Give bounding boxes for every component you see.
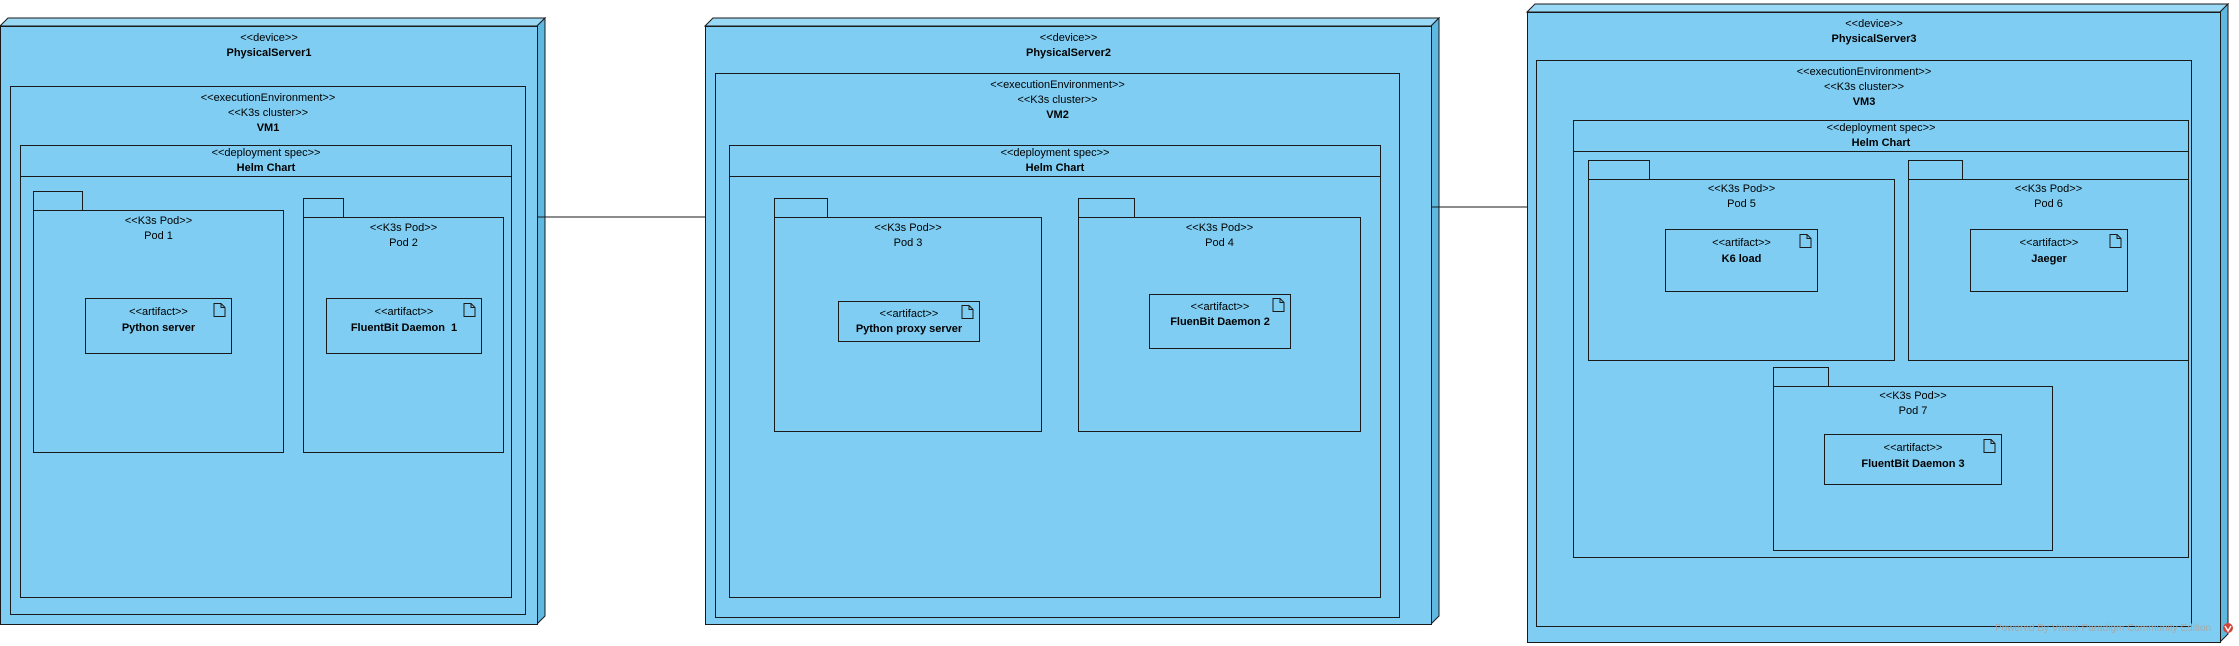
artifact-name: FluentBit Daemon 1 bbox=[350, 322, 458, 334]
pod-4-tab bbox=[1078, 198, 1135, 218]
pod-stereotype: <<K3s Pod>> bbox=[2014, 183, 2083, 195]
artifact-document-icon bbox=[1272, 298, 1285, 312]
pod-name: Pod 7 bbox=[1898, 405, 1928, 417]
artifact-k6-load[interactable]: <<artifact>> K6 load bbox=[1665, 229, 1818, 292]
artifact-stereotype: <<artifact>> bbox=[2019, 237, 2079, 249]
chart-stereotype: <<deployment spec>> bbox=[211, 147, 321, 159]
vm-stereotype-k3s: <<K3s cluster>> bbox=[227, 107, 309, 119]
pod-stereotype: <<K3s Pod>> bbox=[1185, 222, 1254, 234]
pod-7-tab bbox=[1773, 367, 1829, 387]
artifact-document-icon bbox=[961, 305, 974, 319]
artifact-name: FluentBit Daemon 3 bbox=[1861, 458, 1965, 470]
vm-stereotype-exec: <<executionEnvironment>> bbox=[990, 79, 1125, 91]
artifact-stereotype: <<artifact>> bbox=[879, 308, 939, 320]
artifact-document-icon bbox=[2109, 234, 2122, 248]
server-stereotype: <<device>> bbox=[1845, 18, 1903, 30]
chart-name: Helm Chart bbox=[1025, 162, 1085, 174]
watermark: Powered By Visual Paradigm Community Edi… bbox=[1995, 623, 2212, 634]
visual-paradigm-logo-icon bbox=[2223, 623, 2233, 633]
chart-name: Helm Chart bbox=[236, 162, 296, 174]
artifact-stereotype: <<artifact>> bbox=[129, 306, 188, 318]
vm-stereotype-exec: <<executionEnvironment>> bbox=[1796, 66, 1932, 78]
server-name: PhysicalServer2 bbox=[1025, 47, 1111, 59]
artifact-document-icon bbox=[213, 303, 226, 317]
server2-side-face bbox=[1430, 16, 1440, 626]
pod-name: Pod 5 bbox=[1727, 198, 1756, 210]
vm-stereotype-k3s: <<K3s cluster>> bbox=[1017, 94, 1098, 106]
server1-top-face bbox=[0, 17, 547, 27]
artifact-name: Python proxy server bbox=[855, 323, 963, 335]
pod-stereotype: <<K3s Pod>> bbox=[124, 215, 193, 227]
server-stereotype: <<device>> bbox=[1039, 32, 1098, 44]
vm-stereotype-k3s: <<K3s cluster>> bbox=[1823, 81, 1905, 93]
pod-name: Pod 2 bbox=[389, 237, 418, 249]
chart-stereotype: <<deployment spec>> bbox=[1000, 147, 1110, 159]
helm-chart-header bbox=[1574, 121, 2188, 152]
pod-5-tab bbox=[1588, 160, 1650, 180]
artifact-fluentbit-daemon-3[interactable]: <<artifact>> FluentBit Daemon 3 bbox=[1824, 434, 2002, 485]
server-name: PhysicalServer1 bbox=[226, 47, 312, 59]
pod-name: Pod 6 bbox=[2034, 198, 2063, 210]
server1-side-face bbox=[536, 16, 546, 626]
pod-1-tab bbox=[33, 191, 83, 211]
pod-6-tab bbox=[1908, 160, 1963, 180]
pod-stereotype: <<K3s Pod>> bbox=[369, 222, 438, 234]
artifact-stereotype: <<artifact>> bbox=[1883, 442, 1943, 454]
artifact-stereotype: <<artifact>> bbox=[1190, 301, 1250, 313]
artifact-document-icon bbox=[463, 303, 476, 317]
artifact-name: FluenBit Daemon 2 bbox=[1170, 316, 1270, 328]
vm-stereotype-exec: <<executionEnvironment>> bbox=[200, 92, 336, 104]
artifact-python-proxy-server[interactable]: <<artifact>> Python proxy server bbox=[838, 301, 980, 342]
vm-name: VM2 bbox=[1046, 109, 1069, 121]
pod-2-tab bbox=[303, 198, 344, 218]
server3-top-face bbox=[1525, 3, 2230, 13]
artifact-name: Python server bbox=[121, 322, 196, 334]
artifact-document-icon bbox=[1983, 439, 1996, 453]
artifact-document-icon bbox=[1799, 234, 1812, 248]
pod-3-tab bbox=[774, 198, 828, 218]
artifact-python-server[interactable]: <<artifact>> Python server bbox=[85, 298, 232, 354]
artifact-fluenbit-daemon-2[interactable]: <<artifact>> FluenBit Daemon 2 bbox=[1149, 294, 1291, 349]
pod-stereotype: <<K3s Pod>> bbox=[874, 222, 942, 234]
chart-stereotype: <<deployment spec>> bbox=[1826, 122, 1936, 134]
pod-name: Pod 4 bbox=[1205, 237, 1234, 249]
server2-top-face bbox=[703, 17, 1441, 27]
server-name: PhysicalServer3 bbox=[1831, 33, 1917, 45]
chart-name: Helm Chart bbox=[1851, 137, 1911, 149]
artifact-stereotype: <<artifact>> bbox=[374, 306, 434, 318]
artifact-name: Jaeger bbox=[2031, 253, 2067, 265]
helm-chart-header bbox=[730, 146, 1380, 177]
pod-name: Pod 3 bbox=[893, 237, 923, 249]
helm-chart-header bbox=[21, 146, 511, 177]
artifact-jaeger[interactable]: <<artifact>> Jaeger bbox=[1970, 229, 2128, 292]
vm-name: VM1 bbox=[256, 122, 280, 134]
server-stereotype: <<device>> bbox=[240, 32, 298, 44]
pod-stereotype: <<K3s Pod>> bbox=[1707, 183, 1776, 195]
pod-stereotype: <<K3s Pod>> bbox=[1879, 390, 1947, 402]
artifact-name: K6 load bbox=[1721, 253, 1762, 265]
server3-side-face bbox=[2219, 2, 2229, 644]
artifact-fluentbit-daemon-1[interactable]: <<artifact>> FluentBit Daemon 1 bbox=[326, 298, 482, 354]
artifact-stereotype: <<artifact>> bbox=[1712, 237, 1771, 249]
vm-name: VM3 bbox=[1852, 96, 1876, 108]
pod-name: Pod 1 bbox=[144, 230, 173, 242]
